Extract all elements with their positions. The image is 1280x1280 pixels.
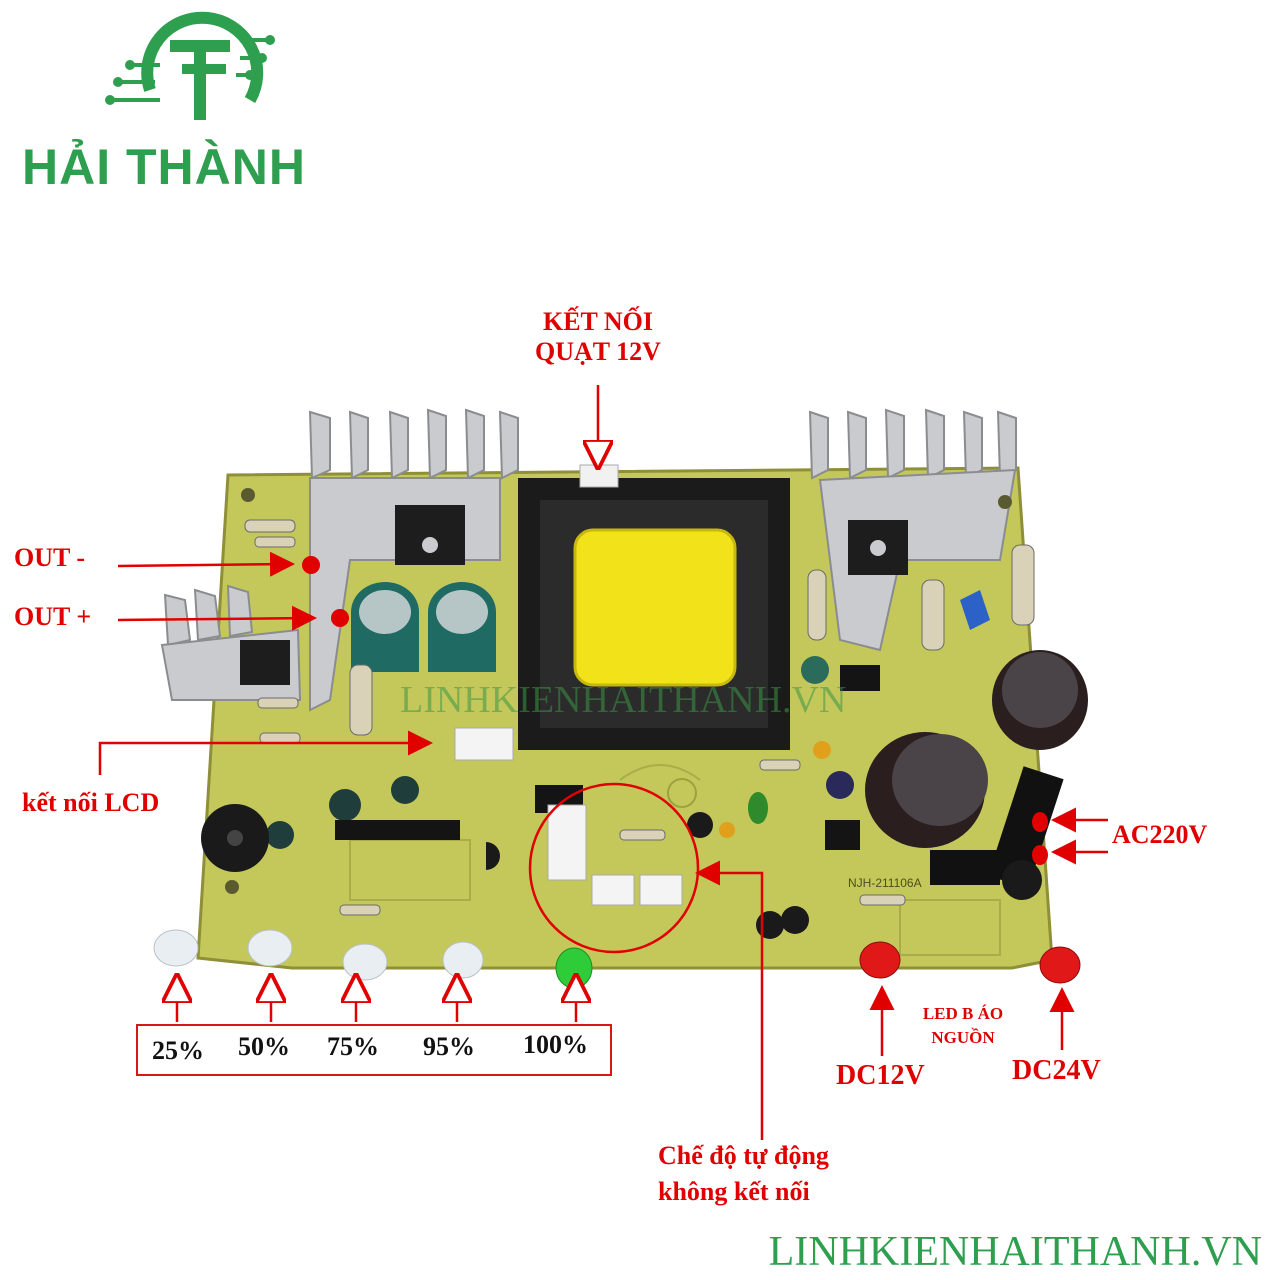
fan-connector-label: KẾT NỐI QUẠT 12V xyxy=(535,307,661,366)
dc24-led xyxy=(1039,946,1081,984)
level-50: 50% xyxy=(238,1032,290,1061)
board-part-number: NJH-211106A xyxy=(848,876,922,890)
filter-capacitors xyxy=(266,582,1088,849)
level-25: 25% xyxy=(152,1036,204,1065)
auto-mode-label: Chế độ tự động không kết nối xyxy=(658,1141,829,1206)
brand-name: HẢI THÀNH xyxy=(22,139,306,195)
dc12-led xyxy=(859,941,901,979)
power-led-label: LED B ÁO NGUỒN xyxy=(922,1004,1004,1047)
dc24-label: DC24V xyxy=(1012,1055,1101,1086)
level-75: 75% xyxy=(327,1032,379,1061)
level-100: 100% xyxy=(523,1030,588,1059)
watermark: LINHKIENHAITHANH.VN xyxy=(400,679,847,721)
out-plus-label: OUT + xyxy=(14,602,92,631)
out-minus-label: OUT - xyxy=(14,543,86,572)
ac-input-label: AC220V xyxy=(1112,820,1208,849)
level-95: 95% xyxy=(423,1032,475,1061)
right-heatsink xyxy=(808,408,1017,652)
footer-site: LINHKIENHAITHANH.VN xyxy=(768,1229,1262,1275)
lcd-connector-label: kết nối LCD xyxy=(22,788,160,817)
dc12-label: DC12V xyxy=(836,1060,925,1091)
level-leds xyxy=(153,929,593,989)
level-percent-box xyxy=(136,1024,612,1076)
